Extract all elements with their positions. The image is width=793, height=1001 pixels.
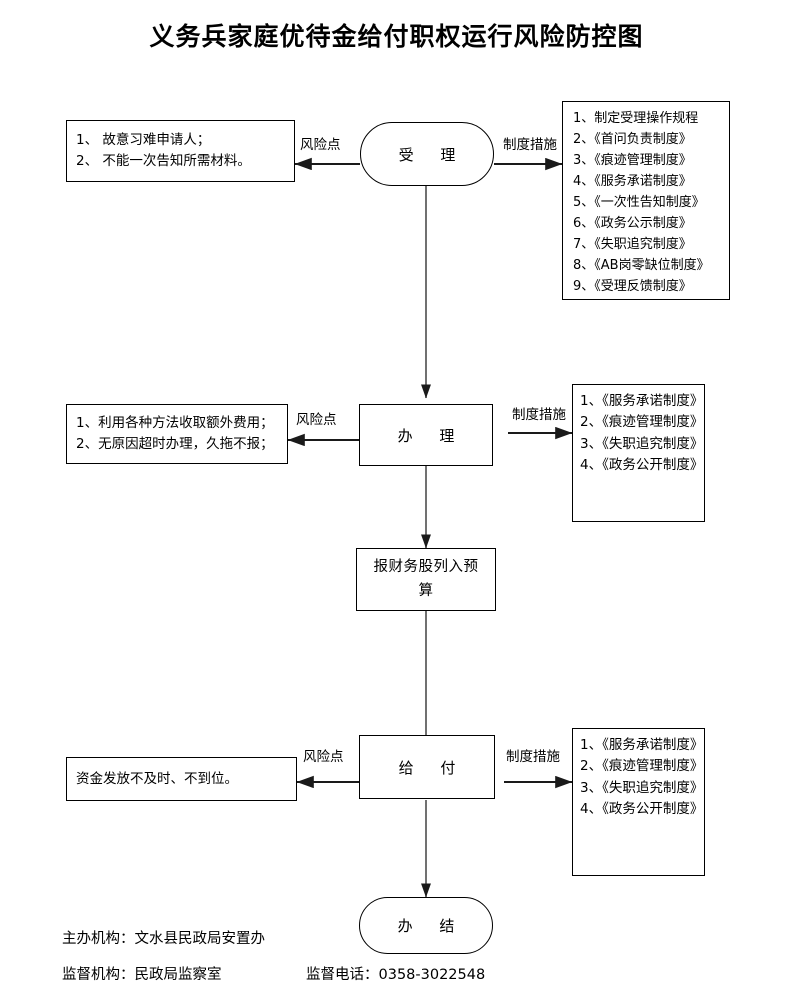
measure-item: 2、《首问负责制度》 — [573, 132, 692, 148]
node-label: 报财务股列入预算 — [373, 559, 479, 599]
risk-item: 2、 不能一次告知所需材料。 — [76, 153, 251, 169]
footer-supervisor-phone: 监督电话：0358-3022548 — [306, 967, 486, 983]
risk-item: 资金发放不及时、不到位。 — [76, 770, 238, 787]
measure-item: 6、《政务公示制度》 — [573, 216, 692, 232]
measure-item: 8、《AB岗零缺位制度》 — [573, 258, 710, 274]
edge-label-risk-payment: 风险点 — [303, 749, 344, 765]
measure-item: 4、《政务公开制度》 — [580, 456, 704, 473]
measure-item: 2、《痕迹管理制度》 — [580, 758, 704, 775]
node-label: 办 理 — [397, 426, 466, 445]
page-title: 义务兵家庭优待金给付职权运行风险防控图 — [149, 22, 644, 51]
node-budget: 报财务股列入预算 — [356, 548, 496, 611]
edge-label-risk-process: 风险点 — [296, 412, 337, 428]
risk-item: 1、利用各种方法收取额外费用； — [76, 415, 274, 432]
measure-item: 4、《服务承诺制度》 — [573, 174, 692, 190]
edge-label-measures-payment: 制度措施 — [506, 749, 560, 765]
risk-box-process: 1、利用各种方法收取额外费用； 2、无原因超时办理，久拖不报； — [66, 404, 288, 464]
footer-supervisor-org: 监督机构：民政局监察室 — [62, 967, 222, 983]
edge-label-measures-accept: 制度措施 — [503, 137, 557, 153]
measure-item: 2、《痕迹管理制度》 — [580, 414, 704, 431]
edge-label-measures-process: 制度措施 — [512, 407, 566, 423]
risk-box-accept: 1、 故意习难申请人； 2、 不能一次告知所需材料。 — [66, 120, 295, 182]
measure-item: 3、《痕迹管理制度》 — [573, 153, 692, 169]
measure-item: 7、《失职追究制度》 — [573, 237, 692, 253]
node-label: 给 付 — [398, 758, 467, 777]
measures-box-payment: 1、《服务承诺制度》 2、《痕迹管理制度》 3、《失职追究制度》 4、《政务公开… — [572, 728, 705, 876]
risk-item: 1、 故意习难申请人； — [76, 132, 211, 149]
measure-item: 1、《服务承诺制度》 — [580, 737, 704, 753]
measure-item: 4、《政务公开制度》 — [580, 800, 704, 817]
edge-label-risk-accept: 风险点 — [300, 137, 341, 153]
risk-box-payment: 资金发放不及时、不到位。 — [66, 757, 297, 801]
measure-item: 1、制定受理操作规程 — [573, 111, 699, 126]
node-label: 受 理 — [398, 145, 467, 164]
measure-item: 3、《失职追究制度》 — [580, 779, 704, 796]
node-complete: 办 结 — [359, 897, 493, 954]
measure-item: 1、《服务承诺制度》 — [580, 393, 704, 409]
node-label: 办 结 — [397, 917, 466, 935]
measure-item: 5、《一次性告知制度》 — [573, 195, 705, 211]
node-accept: 受 理 — [360, 122, 494, 186]
measure-item: 3、《失职追究制度》 — [580, 435, 704, 452]
risk-item: 2、无原因超时办理，久拖不报； — [76, 436, 274, 452]
measure-item: 9、《受理反馈制度》 — [573, 279, 692, 295]
footer-host-org: 主办机构：文水县民政局安置办 — [62, 931, 265, 947]
node-payment: 给 付 — [359, 735, 495, 799]
measures-box-accept: 1、制定受理操作规程 2、《首问负责制度》 3、《痕迹管理制度》 4、《服务承诺… — [562, 101, 730, 300]
node-process: 办 理 — [359, 404, 493, 466]
measures-box-process: 1、《服务承诺制度》 2、《痕迹管理制度》 3、《失职追究制度》 4、《政务公开… — [572, 384, 705, 522]
